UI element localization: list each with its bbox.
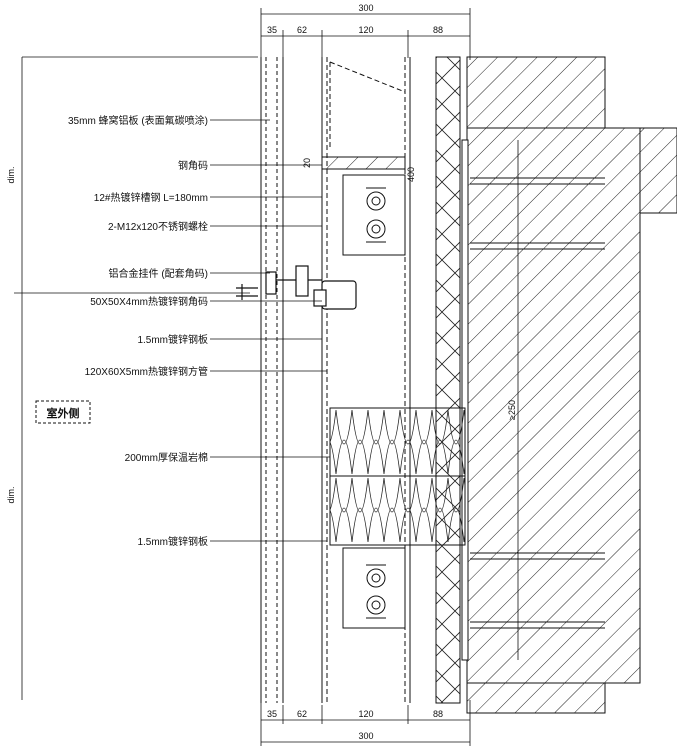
- ext-label-upper: dim.: [6, 166, 16, 183]
- dim-top-62: 62: [297, 25, 307, 35]
- callout-panel: 35mm 蜂窝铝板 (表面氟碳喷涂): [68, 114, 208, 127]
- callout-steel-sheet-upper: 1.5mm镀锌钢板: [137, 333, 208, 346]
- dim-bottom-88: 88: [433, 709, 443, 719]
- dim-top-88: 88: [433, 25, 443, 35]
- dim-20: 20: [302, 158, 312, 168]
- callout-bolts: 2-M12x120不锈钢螺栓: [108, 220, 208, 233]
- dim-embed-250: ≥250: [507, 400, 517, 420]
- bracket-upper: [342, 174, 406, 256]
- dim-top-120: 120: [358, 25, 373, 35]
- ext-label-lower: dim.: [6, 486, 16, 503]
- exterior-zone-label: 室外侧: [47, 406, 80, 420]
- callout-hanger: 铝合金挂件 (配套角码): [109, 267, 208, 280]
- cement-board: [435, 56, 461, 704]
- dim-bottom-35: 35: [267, 709, 277, 719]
- exterior-zone-box: [35, 400, 91, 424]
- top-dimensions: [260, 8, 471, 60]
- dim-top-35: 35: [267, 25, 277, 35]
- bracket-lower: [342, 547, 406, 629]
- concrete-wall: [466, 56, 677, 714]
- callout-steel-sheet-lower: 1.5mm镀锌钢板: [137, 535, 208, 548]
- steel-angle-plate: [321, 156, 406, 170]
- dim-400: 400: [406, 167, 416, 182]
- embed-plate: [461, 139, 469, 661]
- left-extension-lines: [14, 56, 258, 700]
- callout-square-tube: 120X60X5mm热镀锌钢方管: [85, 365, 208, 378]
- dim-top-total: 300: [358, 3, 373, 13]
- aluminum-hanger: [236, 265, 357, 310]
- callout-angle-50: 50X50X4mm热镀锌钢角码: [90, 295, 208, 308]
- callout-channel: 12#热镀锌槽钢 L=180mm: [94, 191, 208, 204]
- dim-bottom-62: 62: [297, 709, 307, 719]
- callout-insulation: 200mm厚保温岩棉: [125, 451, 208, 464]
- anchor-bolts: [470, 177, 605, 629]
- callout-leaders: [210, 119, 330, 542]
- dim-bottom-120: 120: [358, 709, 373, 719]
- dim-bottom-total: 300: [358, 731, 373, 741]
- callout-steel-angle: 钢角码: [178, 159, 208, 172]
